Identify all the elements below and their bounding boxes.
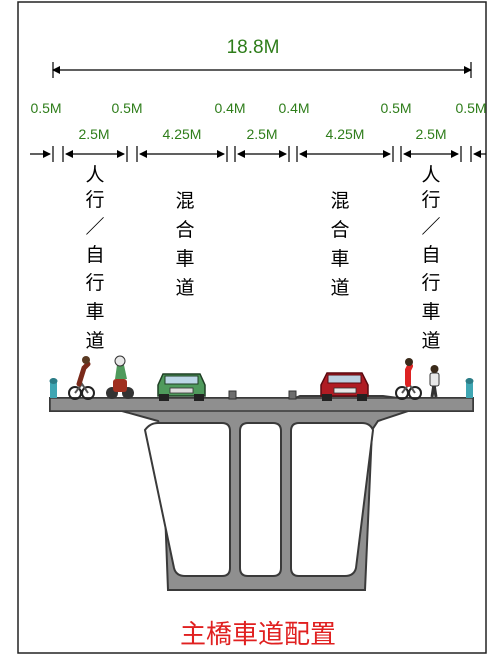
- cyclist-left-icon: [68, 356, 95, 400]
- dim-label-0.5m: 0.5M: [380, 100, 411, 116]
- lane-label-left-bike: 人 行 ／ 自 行 車 道: [85, 164, 104, 352]
- dim-label-0.5m: 0.5M: [111, 100, 142, 116]
- dim-label-0.4m: 0.4M: [214, 100, 245, 116]
- lane-label-left-mixed: 混 合 車 道: [175, 190, 194, 299]
- lane-label-right-bike: 人 行 ／ 自 行 車 道: [421, 164, 440, 352]
- dim-label-4.25m: 4.25M: [163, 126, 202, 142]
- lane-char: 混: [330, 190, 349, 212]
- dim-label-0.5m: 0.5M: [455, 100, 486, 116]
- outer-frame: [17, 1, 487, 654]
- car-right-icon: [320, 372, 369, 401]
- girder-cell-center: [239, 422, 282, 577]
- bridge-deck-cross-section: [49, 390, 474, 591]
- lane-char: 道: [175, 277, 194, 299]
- lane-label-right-mixed: 混 合 車 道: [330, 190, 349, 299]
- girder-cell-right: [290, 422, 375, 577]
- lane-char: 車: [421, 301, 440, 323]
- lane-char: 自: [85, 244, 104, 266]
- lane-char: ／: [421, 216, 440, 238]
- lane-dimension-arrows: [30, 146, 486, 162]
- dim-label-0.4m: 0.4M: [278, 100, 309, 116]
- lane-char: 行: [85, 189, 104, 211]
- dim-label-0.5m: 0.5M: [30, 100, 61, 116]
- lane-char: ／: [85, 216, 104, 238]
- dim-label-2.5m: 2.5M: [246, 126, 277, 142]
- median-barrier-right: [288, 390, 297, 400]
- motorcyclist-left-icon: [106, 355, 134, 399]
- lane-char: 車: [175, 248, 194, 270]
- lane-char: 人: [421, 164, 440, 186]
- lane-char: 道: [85, 330, 104, 352]
- bridge-deck-slab: [49, 397, 474, 412]
- car-left-icon: [157, 373, 206, 401]
- lane-char: 車: [85, 301, 104, 323]
- dim-label-4.25m: 4.25M: [326, 126, 365, 142]
- dim-label-2.5m: 2.5M: [415, 126, 446, 142]
- lane-char: 混: [175, 190, 194, 212]
- lane-char: 行: [421, 272, 440, 294]
- girder-cell-left: [143, 422, 231, 577]
- total-width-label: 18.8M: [227, 37, 280, 58]
- lane-char: 合: [175, 219, 194, 241]
- lane-char: 車: [330, 248, 349, 270]
- lane-char: 人: [85, 164, 104, 186]
- lane-char: 合: [330, 219, 349, 241]
- cyclist-right-icon: [395, 358, 422, 400]
- lane-char: 道: [330, 277, 349, 299]
- diagram-title: 主橋車道配置: [180, 619, 336, 649]
- lane-char: 行: [421, 189, 440, 211]
- railing-right-icon: [465, 378, 474, 398]
- lane-char: 自: [421, 244, 440, 266]
- dim-label-2.5m: 2.5M: [78, 126, 109, 142]
- median-barrier-left: [228, 390, 237, 400]
- lane-char: 道: [421, 330, 440, 352]
- pedestrian-icon: [429, 365, 440, 398]
- lane-char: 行: [85, 272, 104, 294]
- railing-left-icon: [49, 378, 58, 398]
